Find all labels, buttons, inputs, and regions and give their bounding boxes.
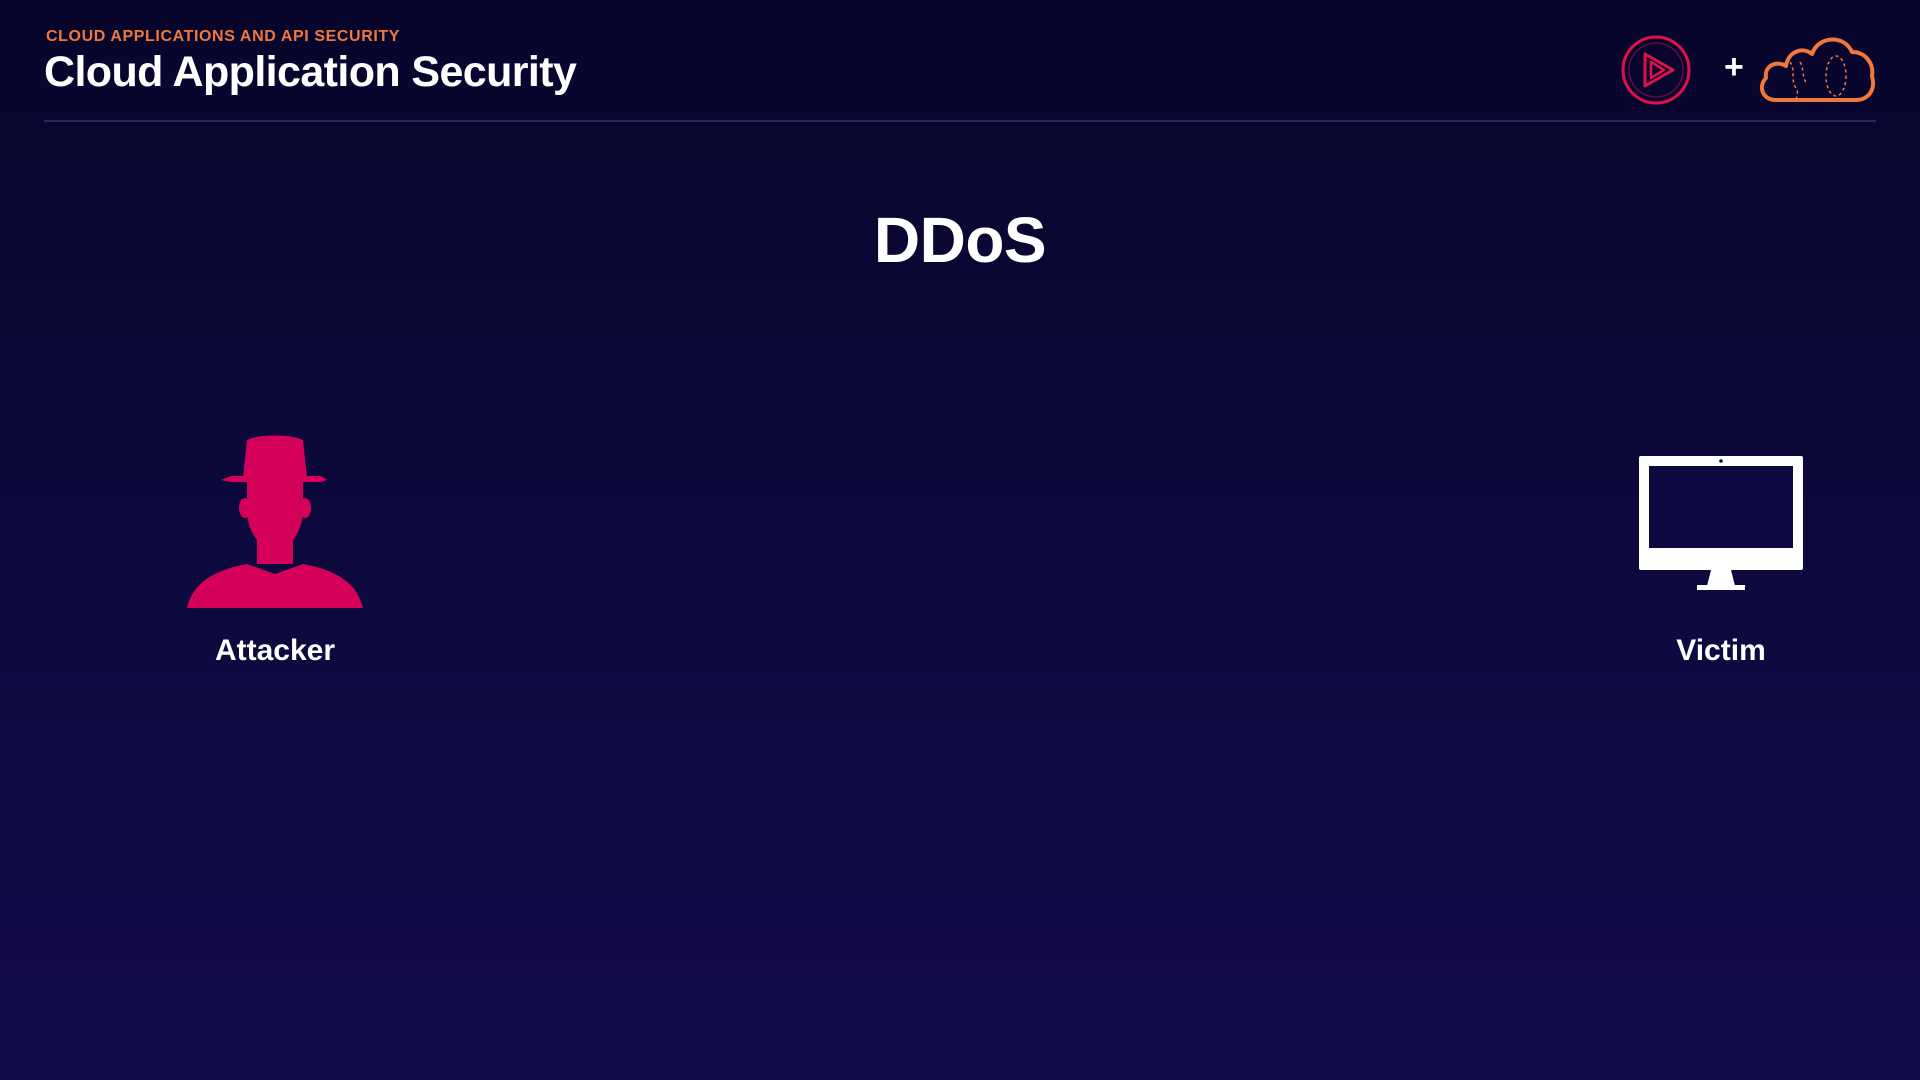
slide-title: DDoS xyxy=(873,204,1047,276)
course-label: CLOUD APPLICATIONS AND API SECURITY xyxy=(46,28,401,45)
victim-label: Victim xyxy=(1676,634,1766,667)
victim-node: Victim xyxy=(1611,432,1831,667)
course-title: Cloud Application Security xyxy=(44,48,577,96)
pluralsight-play-icon xyxy=(1621,35,1691,105)
plus-sign: + xyxy=(1724,48,1744,86)
attacker-label: Attacker xyxy=(214,634,336,667)
cloud-icon xyxy=(1759,37,1875,102)
computer-monitor-icon xyxy=(1639,456,1803,590)
logo-area: + xyxy=(1620,30,1876,105)
slide-header: CLOUD APPLICATIONS AND API SECURITY Clou… xyxy=(44,26,1876,122)
attacker-node: Attacker xyxy=(165,432,385,667)
attacker-silhouette-icon xyxy=(187,435,363,608)
